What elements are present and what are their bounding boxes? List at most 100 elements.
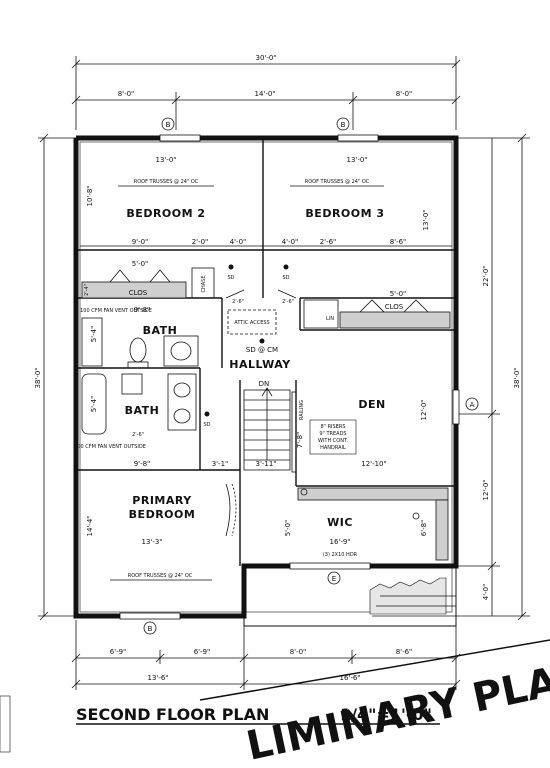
primary-bedroom-label-2: BEDROOM bbox=[129, 508, 196, 521]
hall-door-dim-1: 2'-6" bbox=[232, 299, 244, 305]
smoke-detectors bbox=[204, 264, 289, 417]
wic-shelving bbox=[297, 487, 449, 561]
mid-dim-6: 8'-6" bbox=[390, 238, 407, 246]
smoke-detector-label-3: SD bbox=[203, 422, 210, 428]
window-tag-b-bottom: B bbox=[148, 625, 153, 633]
hall-doors bbox=[225, 289, 297, 299]
left-closet-dim: 5'-0" bbox=[132, 260, 149, 268]
hallway-smoke-note: SD @ CM bbox=[246, 346, 278, 354]
wic-width-dim: 16'-9" bbox=[329, 538, 350, 546]
stair bbox=[243, 387, 297, 473]
lower-bath-fixtures bbox=[81, 373, 197, 435]
bedroom3-depth-dim: 13'-0" bbox=[422, 209, 430, 230]
wic-header-note: (3) 2X10 HDR bbox=[323, 552, 358, 558]
wic-label: WIC bbox=[327, 516, 353, 529]
right-closet-label: CLOS bbox=[385, 303, 404, 311]
mid-dim-3: 4'-0" bbox=[230, 238, 247, 246]
bedroom2-depth-dim: 10'-8" bbox=[86, 185, 94, 206]
bath-dim-2: 3'-11" bbox=[255, 460, 276, 468]
upper-bath-side-dim: 2'-4" bbox=[84, 284, 90, 296]
drawing-scale: 1/4"=1'-0" bbox=[340, 705, 432, 724]
preliminary-stamp: LIMINARY PLA bbox=[199, 639, 550, 768]
window-tag-b-top-right: B bbox=[341, 121, 346, 129]
stair-note-2: 9" TREADS bbox=[319, 431, 346, 437]
stair-note-3: WITH CONT. bbox=[318, 438, 348, 444]
smoke-detector-label-1: SD bbox=[227, 275, 234, 281]
top-mid-dim: 14'-0" bbox=[254, 90, 275, 98]
bedroom3-label: BEDROOM 3 bbox=[305, 207, 384, 220]
stair-down-label: DN bbox=[259, 380, 270, 388]
bedroom3-width-dim: 13'-0" bbox=[346, 156, 367, 164]
primary-closet-door bbox=[225, 483, 237, 537]
lower-bath-width-dim: 9'-8" bbox=[134, 460, 151, 468]
wic-depth-dim: 6'-8" bbox=[420, 520, 428, 537]
right-mid-dim: 12'-0" bbox=[482, 479, 490, 500]
primary-bedroom-label-1: PRIMARY bbox=[132, 494, 192, 507]
linen-label: LIN bbox=[326, 316, 334, 322]
windows bbox=[119, 134, 460, 620]
window-tag-a: A bbox=[470, 401, 475, 409]
upper-bath-fan-note: 100 CFM FAN VENT OUTSIDE bbox=[80, 308, 152, 314]
top-right-dim: 8'-0" bbox=[396, 90, 413, 98]
bedroom2-width-dim: 13'-0" bbox=[155, 156, 176, 164]
attic-access bbox=[227, 309, 277, 335]
window-tags bbox=[143, 117, 479, 635]
window-tag-e: E bbox=[332, 575, 336, 583]
window-tag-b-top-left: B bbox=[166, 121, 171, 129]
upper-bath-fixtures bbox=[81, 317, 199, 369]
attic-access-label: ATTIC ACCESS bbox=[234, 320, 269, 326]
bottom-dim-3: 8'-0" bbox=[290, 648, 307, 656]
stone-porch-roof bbox=[369, 577, 456, 617]
lower-bath-fan-note: 100 CFM FAN VENT OUTSIDE bbox=[74, 444, 146, 450]
primary-trusses-note: ROOF TRUSSES @ 24" OC bbox=[128, 573, 193, 579]
side-dimension-lines bbox=[38, 133, 530, 621]
railing-label: RAILING bbox=[299, 400, 305, 420]
den-label: DEN bbox=[358, 398, 385, 411]
mid-dim-4: 4'-0" bbox=[282, 238, 299, 246]
stair-note-1: 8" RISERS bbox=[321, 424, 346, 430]
wic-door-dim: 5'-0" bbox=[284, 520, 292, 537]
right-closet bbox=[303, 299, 451, 329]
lower-bath-door-dim: 2'-6" bbox=[132, 432, 144, 438]
left-closet-label: CLOS bbox=[129, 289, 148, 297]
mid-dim-5: 2'-6" bbox=[320, 238, 337, 246]
margin-marker bbox=[0, 695, 11, 753]
lower-bath-label: BATH bbox=[125, 404, 160, 417]
top-left-dim: 8'-0" bbox=[118, 90, 135, 98]
right-bottom-dim: 4'-0" bbox=[482, 584, 490, 601]
den-depth-dim: 12'-0" bbox=[420, 399, 428, 420]
overall-width-dim: 30'-0" bbox=[255, 54, 276, 62]
left-closet bbox=[81, 267, 215, 299]
stair-note-box bbox=[309, 419, 357, 455]
mid-dim-1: 9'-0" bbox=[132, 238, 149, 246]
upper-bath-width-dim: 9'-8" bbox=[134, 306, 151, 314]
upper-bath-label: BATH bbox=[143, 324, 178, 337]
mid-dim-2: 2'-0" bbox=[192, 238, 209, 246]
preliminary-stamp-text: LIMINARY PLA bbox=[243, 659, 550, 768]
bedroom3-trusses-note: ROOF TRUSSES @ 24" OC bbox=[305, 179, 370, 185]
right-top-dim: 22'-0" bbox=[482, 265, 490, 286]
den-width-dim: 12'-10" bbox=[361, 460, 386, 468]
primary-bedroom-depth-dim: 14'-4" bbox=[86, 515, 94, 536]
bath-dim-1: 3'-1" bbox=[212, 460, 229, 468]
bottom-right-total-dim: 16'-6" bbox=[339, 674, 360, 682]
hallway-label: HALLWAY bbox=[229, 358, 291, 371]
lower-bath-depth-dim: 5'-4" bbox=[90, 396, 98, 413]
bedroom2-trusses-note: ROOF TRUSSES @ 24" OC bbox=[134, 179, 199, 185]
bottom-dim-1: 6'-9" bbox=[110, 648, 127, 656]
top-dimension-lines bbox=[71, 56, 461, 130]
chase-label: CHASE bbox=[201, 275, 207, 292]
stair-length-dim: 7'-8" bbox=[296, 432, 304, 449]
hall-door-dim-2: 2'-6" bbox=[282, 299, 294, 305]
right-closet-dim: 5'-0" bbox=[390, 290, 407, 298]
bottom-left-total-dim: 13'-6" bbox=[147, 674, 168, 682]
primary-bedroom-width-dim: 13'-3" bbox=[141, 538, 162, 546]
bottom-dim-2: 6'-9" bbox=[194, 648, 211, 656]
stair-note-4: HANDRAIL bbox=[320, 445, 346, 451]
upper-bath-depth-dim: 5'-4" bbox=[90, 326, 98, 343]
overall-depth-dim-right: 38'-0" bbox=[513, 367, 521, 388]
bottom-dim-4: 8'-6" bbox=[396, 648, 413, 656]
drawing-title: SECOND FLOOR PLAN bbox=[76, 705, 269, 724]
smoke-detector-label-2: SD bbox=[282, 275, 289, 281]
